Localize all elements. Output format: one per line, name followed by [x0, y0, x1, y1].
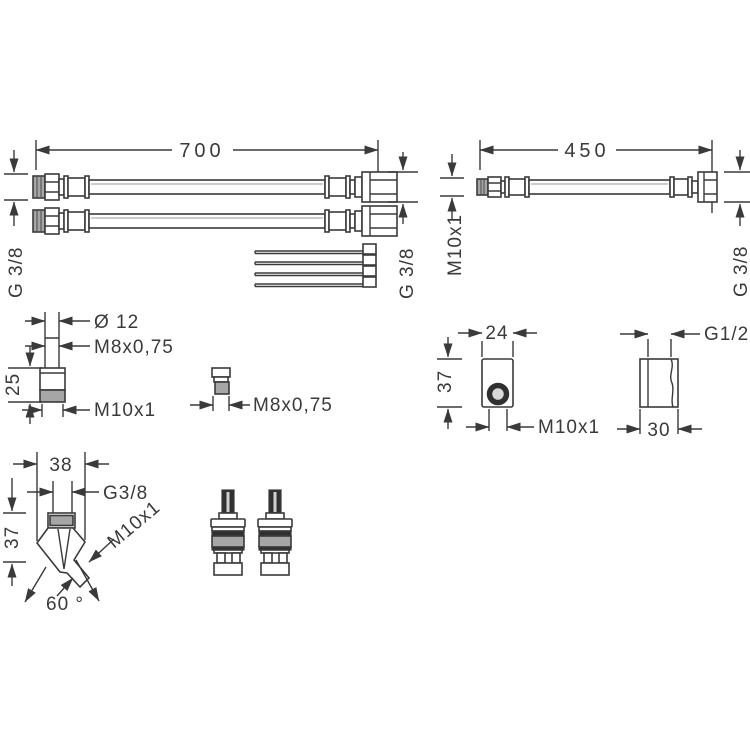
dim-450-label: 450 — [564, 140, 609, 162]
dim-right-thread-label: G 3/8 — [397, 248, 418, 299]
sleeve-group: G1/2 30 — [617, 324, 749, 441]
dim-y-top-thread-label: G3/8 — [103, 483, 148, 504]
adapter-large-group: Ø 12 M8x0,75 25 M10x1 — [3, 312, 174, 424]
dim-block-thread-label: M10x1 — [538, 417, 600, 438]
adapter-small-group: M8x0,75 — [190, 367, 333, 416]
dim-700-label: 700 — [179, 140, 224, 162]
dim-diameter-label: Ø 12 — [94, 312, 139, 333]
hose-450 — [476, 171, 718, 203]
dim-left-thread-label: G 3/8 — [6, 247, 27, 298]
dim-height-25-label: 25 — [3, 373, 24, 396]
y-connector-group: 38 G3/8 37 M10x1 60 ° — [2, 452, 165, 615]
dim-sleeve-length-label: 30 — [647, 420, 670, 441]
dim-y-width-label: 38 — [49, 455, 72, 476]
dim-block-height-label: 37 — [435, 370, 456, 393]
cartridges-group — [210, 489, 293, 576]
hose-set-700-group: 700 G 3/8 — [4, 140, 418, 299]
cable-tie — [254, 265, 377, 277]
dim-top-thread-label: M8x0,75 — [94, 337, 174, 358]
hose-700-second — [32, 205, 398, 237]
wall-block-group: 24 37 M10x1 — [435, 323, 600, 438]
dim-sleeve-thread-label: G1/2 — [704, 324, 749, 345]
cartridge-second — [257, 489, 293, 576]
dim-block-width-label: 24 — [485, 323, 508, 344]
dim-bottom-thread-label: M10x1 — [94, 400, 156, 421]
hose-700 — [32, 171, 398, 203]
dim-small-thread-label: M8x0,75 — [253, 395, 333, 416]
cable-tie — [254, 243, 377, 255]
cartridge — [210, 489, 246, 576]
cable-ties — [254, 243, 377, 288]
cable-tie — [254, 254, 377, 266]
dim-y-outlet-thread-label: M10x1 — [104, 497, 165, 553]
dim-y-angle-label: 60 ° — [46, 594, 84, 615]
hose-450-group: M10x1 450 G 3/8 — [440, 140, 750, 297]
cable-tie — [254, 276, 377, 288]
dim-450-right-thread-label: G 3/8 — [731, 246, 750, 297]
dim-y-height-label: 37 — [2, 526, 23, 549]
dim-450-left-thread-label: M10x1 — [445, 214, 466, 276]
block-hole — [486, 382, 510, 406]
